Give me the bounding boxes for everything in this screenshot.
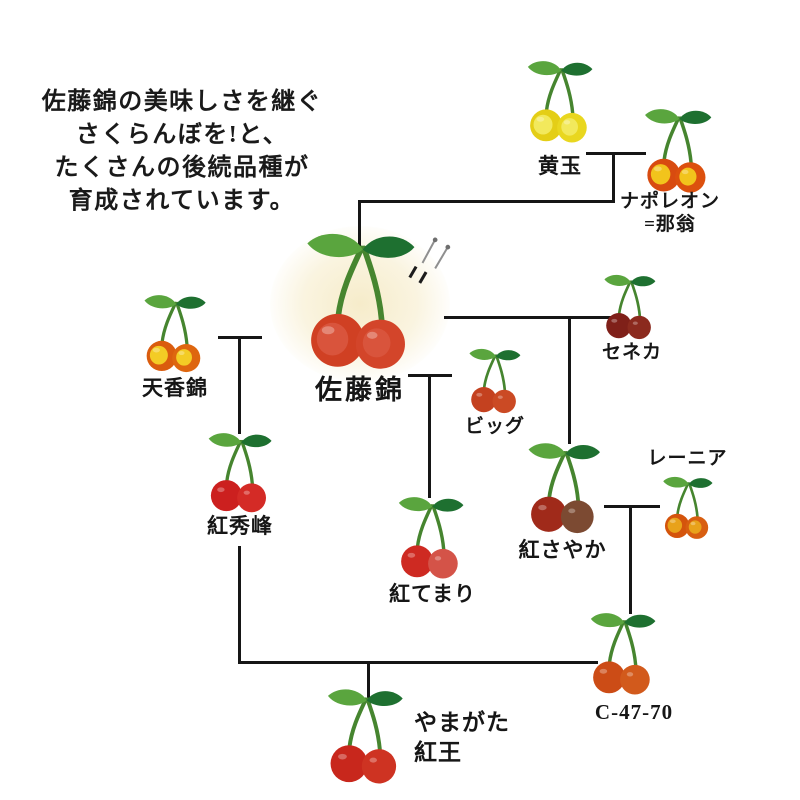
c4770-cherry-icon (584, 612, 660, 697)
benishuho-cherry-icon (202, 432, 276, 515)
rainier-label: レーニア (647, 448, 728, 469)
kidama-label: 黄玉 (538, 154, 582, 178)
connector-sayaka-rainier (604, 505, 660, 508)
seneca-cherry-icon (599, 274, 659, 341)
big-cherry-icon (464, 348, 524, 415)
connector-cross1-horizontal (358, 200, 615, 203)
connector-sato-seneca (444, 316, 614, 319)
connector-to-yamagata (367, 661, 370, 701)
connector-to-benisayaka (568, 316, 571, 444)
napoleon-cherry-icon (638, 108, 716, 195)
benishuho-label: 紅秀峰 (207, 514, 273, 538)
rainier-cherry-icon (658, 476, 716, 541)
yamagatabenio-cherry-icon (320, 688, 408, 787)
intro-line-4: 育成されています。 (68, 188, 296, 214)
big-label: ビッグ (464, 416, 525, 437)
benisayaka-cherry-icon (521, 442, 605, 536)
connector-to-satonishiki (358, 200, 361, 248)
connector-kidama-napoleon (586, 152, 646, 155)
intro-text: 佐藤錦の美味しさを継ぐ さくらんぼを!と、 たくさんの後続品種が 育成されていま… (24, 86, 340, 218)
intro-line-1: 佐藤錦の美味しさを継ぐ (41, 89, 323, 115)
connector-to-c4770 (629, 505, 632, 614)
c4770-label: C-47-70 (594, 700, 674, 724)
connector-to-benishuho (238, 336, 241, 434)
benisayaka-label: 紅さやか (518, 538, 607, 562)
connector-benishuho-down (238, 546, 241, 664)
napoleon-label-2: =那翁 (644, 214, 696, 235)
tenkonishiki-cherry-icon (138, 294, 210, 375)
benitemari-label: 紅てまり (389, 582, 476, 606)
connector-bottom-horizontal (238, 661, 598, 664)
napoleon-label: ナポレオン (619, 191, 720, 212)
kidama-cherry-icon (521, 60, 597, 145)
satonishiki-label: 佐藤錦 (315, 375, 405, 405)
yamagatabenio-label: やまがた (414, 710, 510, 735)
tenkonishiki-label: 天香錦 (142, 376, 208, 400)
benitemari-cherry-icon (392, 496, 468, 581)
satonishiki-cherry-icon (296, 232, 422, 373)
sparkle-pins-icon (408, 237, 451, 284)
yamagatabenio-label-2: 紅王 (414, 740, 462, 765)
intro-line-2: さくらんぼを!と、 (75, 122, 289, 148)
intro-line-3: たくさんの後続品種が (54, 155, 310, 181)
connector-to-benitemari (428, 374, 431, 498)
connector-cross1-drop (612, 152, 615, 203)
seneca-label: セネカ (601, 342, 662, 363)
